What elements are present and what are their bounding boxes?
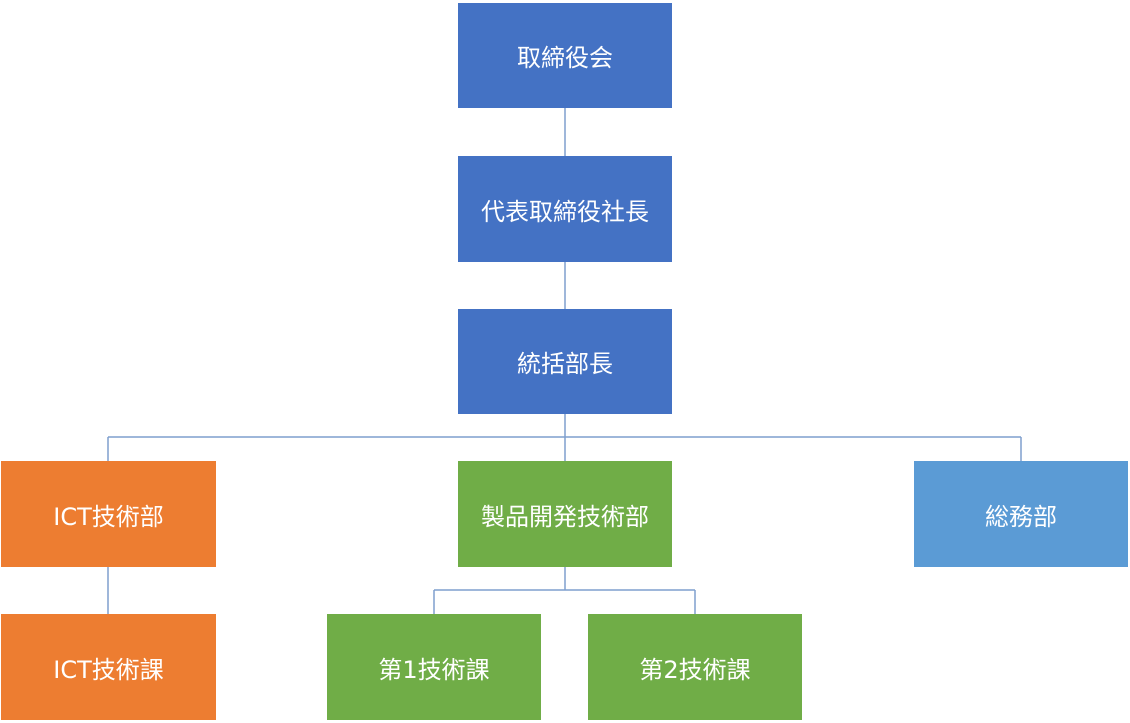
node-ict-department-label: ICT技術部 [53,502,164,531]
node-ict-section-label: ICT技術課 [53,655,164,684]
node-general-manager: 統括部長 [458,309,672,414]
node-tech-section-2-label: 第2技術課 [639,655,751,684]
node-president-label: 代表取締役社長 [481,197,649,226]
node-tech-section-1-label: 第1技術課 [378,655,490,684]
node-product-dev-department-label: 製品開発技術部 [481,502,649,531]
node-tech-section-1: 第1技術課 [327,614,541,720]
node-general-manager-label: 統括部長 [517,350,613,378]
node-general-affairs-department: 総務部 [914,461,1128,567]
node-board: 取締役会 [458,3,672,108]
node-board-label: 取締役会 [517,44,613,72]
node-tech-section-2: 第2技術課 [588,614,802,720]
node-general-affairs-department-label: 総務部 [985,502,1057,531]
node-ict-department: ICT技術部 [1,461,216,567]
node-president: 代表取締役社長 [458,156,672,262]
node-product-dev-department: 製品開発技術部 [458,461,672,567]
node-ict-section: ICT技術課 [1,614,216,720]
